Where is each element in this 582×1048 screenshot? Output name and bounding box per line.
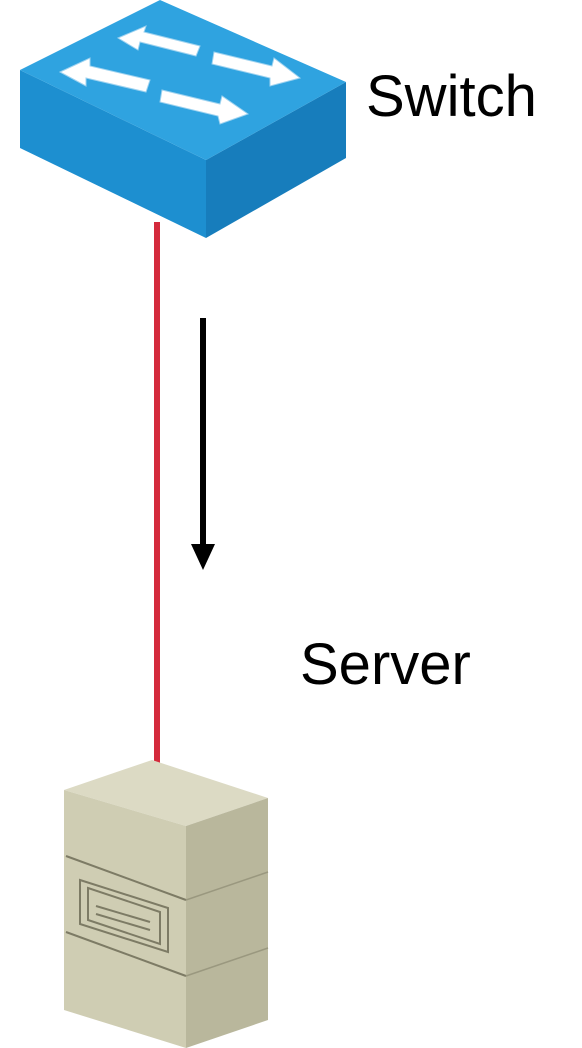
- network-switch-icon: [20, 0, 346, 238]
- flow-arrow-down-icon: [191, 318, 215, 570]
- server-tower-icon: [64, 760, 269, 1048]
- server-label: Server: [300, 632, 471, 697]
- switch-label: Switch: [366, 64, 537, 129]
